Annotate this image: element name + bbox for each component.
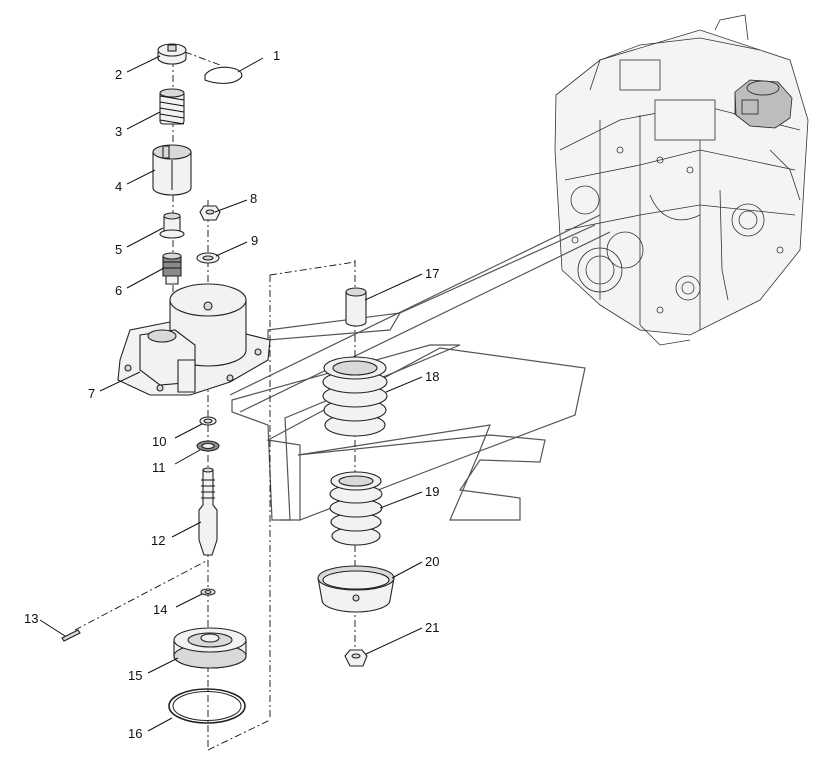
- assembly-location-highlight: [734, 79, 793, 129]
- part-8-nut: [199, 205, 221, 221]
- part-7-housing: [117, 283, 271, 396]
- outline-direction-arrows: [229, 214, 611, 521]
- part-10-oring: [199, 416, 217, 426]
- part-5-plunger: [159, 212, 185, 239]
- callout-14: 14: [153, 602, 167, 617]
- part-2-cap: [157, 43, 187, 65]
- callout-13: 13: [24, 611, 38, 626]
- part-21-nut: [344, 649, 368, 667]
- callout-5: 5: [115, 242, 122, 257]
- part-12-shaft: [198, 467, 218, 556]
- callout-12: 12: [151, 533, 165, 548]
- callout-10: 10: [152, 434, 166, 449]
- part-13-pin: [61, 629, 81, 642]
- callout-labels: 1 2 3 4 5 6 7 8 9 10 11 12 13 14 15 16 1…: [24, 48, 439, 741]
- part-9-washer: [196, 252, 220, 264]
- callout-11: 11: [152, 460, 166, 475]
- part-20-spring-seat: [317, 565, 395, 613]
- part-16-seal-ring: [168, 688, 246, 724]
- part-3-spring: [159, 88, 185, 125]
- part-11-ring: [196, 440, 220, 452]
- callout-16: 16: [128, 726, 142, 741]
- transmission-housing-illustration: [554, 14, 809, 346]
- part-14-oring: [200, 588, 216, 596]
- callout-7: 7: [88, 386, 95, 401]
- part-15-piston: [173, 627, 247, 669]
- leader-lines: [39, 55, 423, 732]
- callout-15: 15: [128, 668, 142, 683]
- callout-19: 19: [425, 484, 439, 499]
- callout-1: 1: [273, 48, 280, 63]
- part-19-spring: [329, 471, 383, 546]
- callout-8: 8: [250, 191, 257, 206]
- callout-17: 17: [425, 266, 439, 281]
- callout-4: 4: [115, 179, 122, 194]
- callout-21: 21: [425, 620, 439, 635]
- part-18-spring: [322, 356, 388, 437]
- callout-2: 2: [115, 67, 122, 82]
- callout-3: 3: [115, 124, 122, 139]
- part-17-sleeve: [345, 287, 367, 327]
- callout-6: 6: [115, 283, 122, 298]
- part-4-sleeve: [152, 144, 192, 196]
- callout-9: 9: [251, 233, 258, 248]
- part-1-oring: [204, 66, 243, 84]
- callout-18: 18: [425, 369, 439, 384]
- callout-20: 20: [425, 554, 439, 569]
- part-6-valve: [162, 252, 182, 285]
